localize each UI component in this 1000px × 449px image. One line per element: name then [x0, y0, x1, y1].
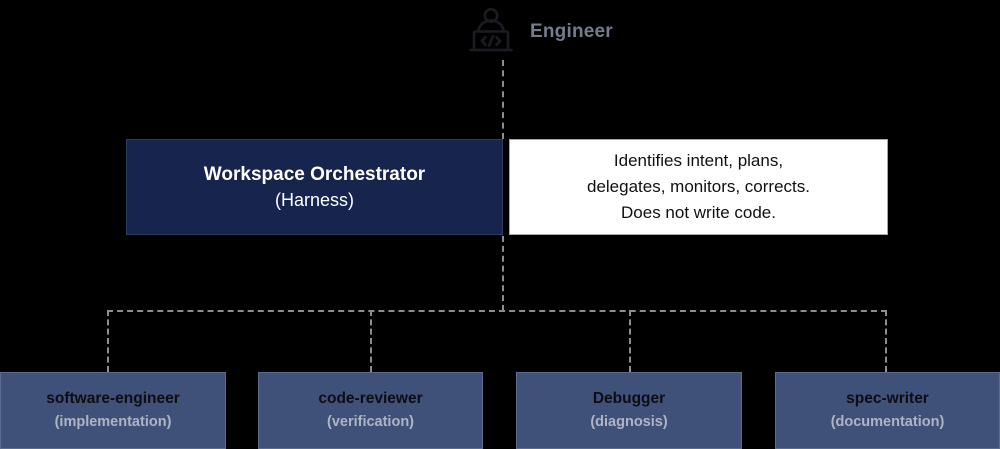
agent-box-code-reviewer[interactable]: code-reviewer (verification)	[258, 372, 483, 449]
orchestrator-box[interactable]: Workspace Orchestrator (Harness)	[126, 139, 503, 235]
actor-engineer: Engineer	[466, 6, 696, 58]
connector-bus-to-software-engineer	[107, 310, 109, 372]
agent-box-debugger[interactable]: Debugger (diagnosis)	[516, 372, 742, 449]
connector-bus-to-spec-writer	[885, 310, 887, 372]
agent-role: (documentation)	[830, 414, 945, 431]
agent-name: Debugger	[592, 390, 666, 408]
agent-role: (implementation)	[54, 414, 172, 431]
agent-role: (verification)	[326, 414, 414, 431]
orchestrator-subtitle: (Harness)	[274, 189, 354, 210]
connector-engineer-to-orchestrator	[502, 60, 504, 139]
agent-box-software-engineer[interactable]: software-engineer (implementation)	[0, 372, 226, 449]
note-line-3: Does not write code.	[621, 202, 776, 222]
agent-role: (diagnosis)	[590, 414, 668, 431]
agent-name: spec-writer	[846, 390, 929, 408]
orchestrator-note-box: Identifies intent, plans, delegates, mon…	[509, 139, 888, 235]
agent-name: code-reviewer	[318, 390, 423, 408]
agent-box-spec-writer[interactable]: spec-writer (documentation)	[775, 372, 1000, 449]
connector-orchestrator-to-bus	[502, 236, 504, 311]
actor-label: Engineer	[530, 21, 613, 42]
connector-bus-to-debugger	[629, 310, 631, 372]
note-line-2: delegates, monitors, corrects.	[587, 177, 810, 197]
connector-agent-bus	[107, 310, 887, 312]
orchestrator-title: Workspace Orchestrator	[203, 164, 426, 186]
agent-name: software-engineer	[46, 390, 180, 408]
engineer-at-computer-icon	[469, 8, 513, 52]
connector-bus-to-code-reviewer	[370, 310, 372, 372]
note-line-1: Identifies intent, plans,	[613, 151, 784, 171]
